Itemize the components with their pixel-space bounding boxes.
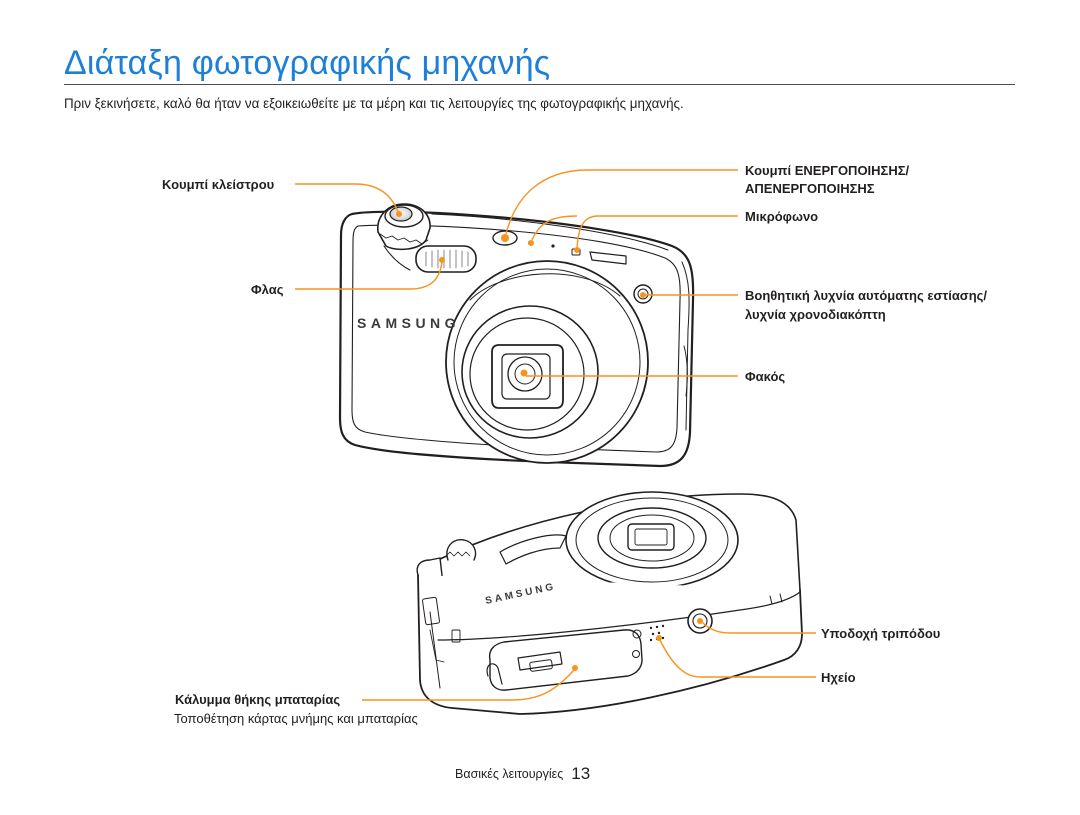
label-power-button-line2: ΑΠΕΝΕΡΓΟΠΟΙΗΣΗΣ: [745, 181, 875, 196]
label-flash: Φλας: [251, 282, 284, 297]
callout-flash: [295, 261, 443, 290]
label-microphone: Μικρόφωνο: [745, 209, 819, 224]
callout-tripod: [701, 621, 816, 634]
footer-section: Βασικές λειτουργίες: [455, 767, 564, 781]
label-power-button-line1: Κουμπί ΕΝΕΡΓΟΠΟΙΗΣΗΣ/: [745, 163, 910, 178]
page-title: Διάταξη φωτογραφικής μηχανής: [64, 44, 551, 82]
page-footer: Βασικές λειτουργίες 13: [455, 763, 590, 783]
label-af-lamp-line1: Βοηθητική λυχνία αυτόματης εστίασης/: [745, 288, 988, 303]
callout-speaker: [659, 639, 816, 678]
intro-text: Πριν ξεκινήσετε, καλό θα ήταν να εξοικει…: [64, 96, 684, 111]
label-lens: Φακός: [745, 369, 786, 384]
label-speaker: Ηχείο: [821, 670, 856, 685]
page-number: 13: [571, 764, 591, 783]
label-battery-cover: Κάλυμμα θήκης μπαταρίας: [175, 692, 341, 707]
camera-front-view: [338, 203, 695, 468]
callout-microphone: [576, 215, 738, 250]
callout-battery-cover: [362, 669, 575, 701]
callout-lines: [295, 169, 816, 701]
label-af-lamp-line2: λυχνία χρονοδιακόπτη: [745, 307, 886, 322]
callout-microphone-2: [531, 215, 578, 241]
callout-power: [505, 169, 738, 235]
camera-bottom-view: [416, 491, 803, 715]
callout-shutter: [295, 183, 399, 213]
title-underline: [64, 84, 1015, 85]
brand-logo-front: SAMSUNG: [357, 315, 460, 331]
label-tripod-mount: Υποδοχή τριπόδου: [821, 626, 941, 641]
label-battery-cover-note: Τοποθέτηση κάρτας μνήμης και μπαταρίας: [174, 711, 418, 726]
label-shutter-button: Κουμπί κλείστρου: [162, 177, 275, 192]
